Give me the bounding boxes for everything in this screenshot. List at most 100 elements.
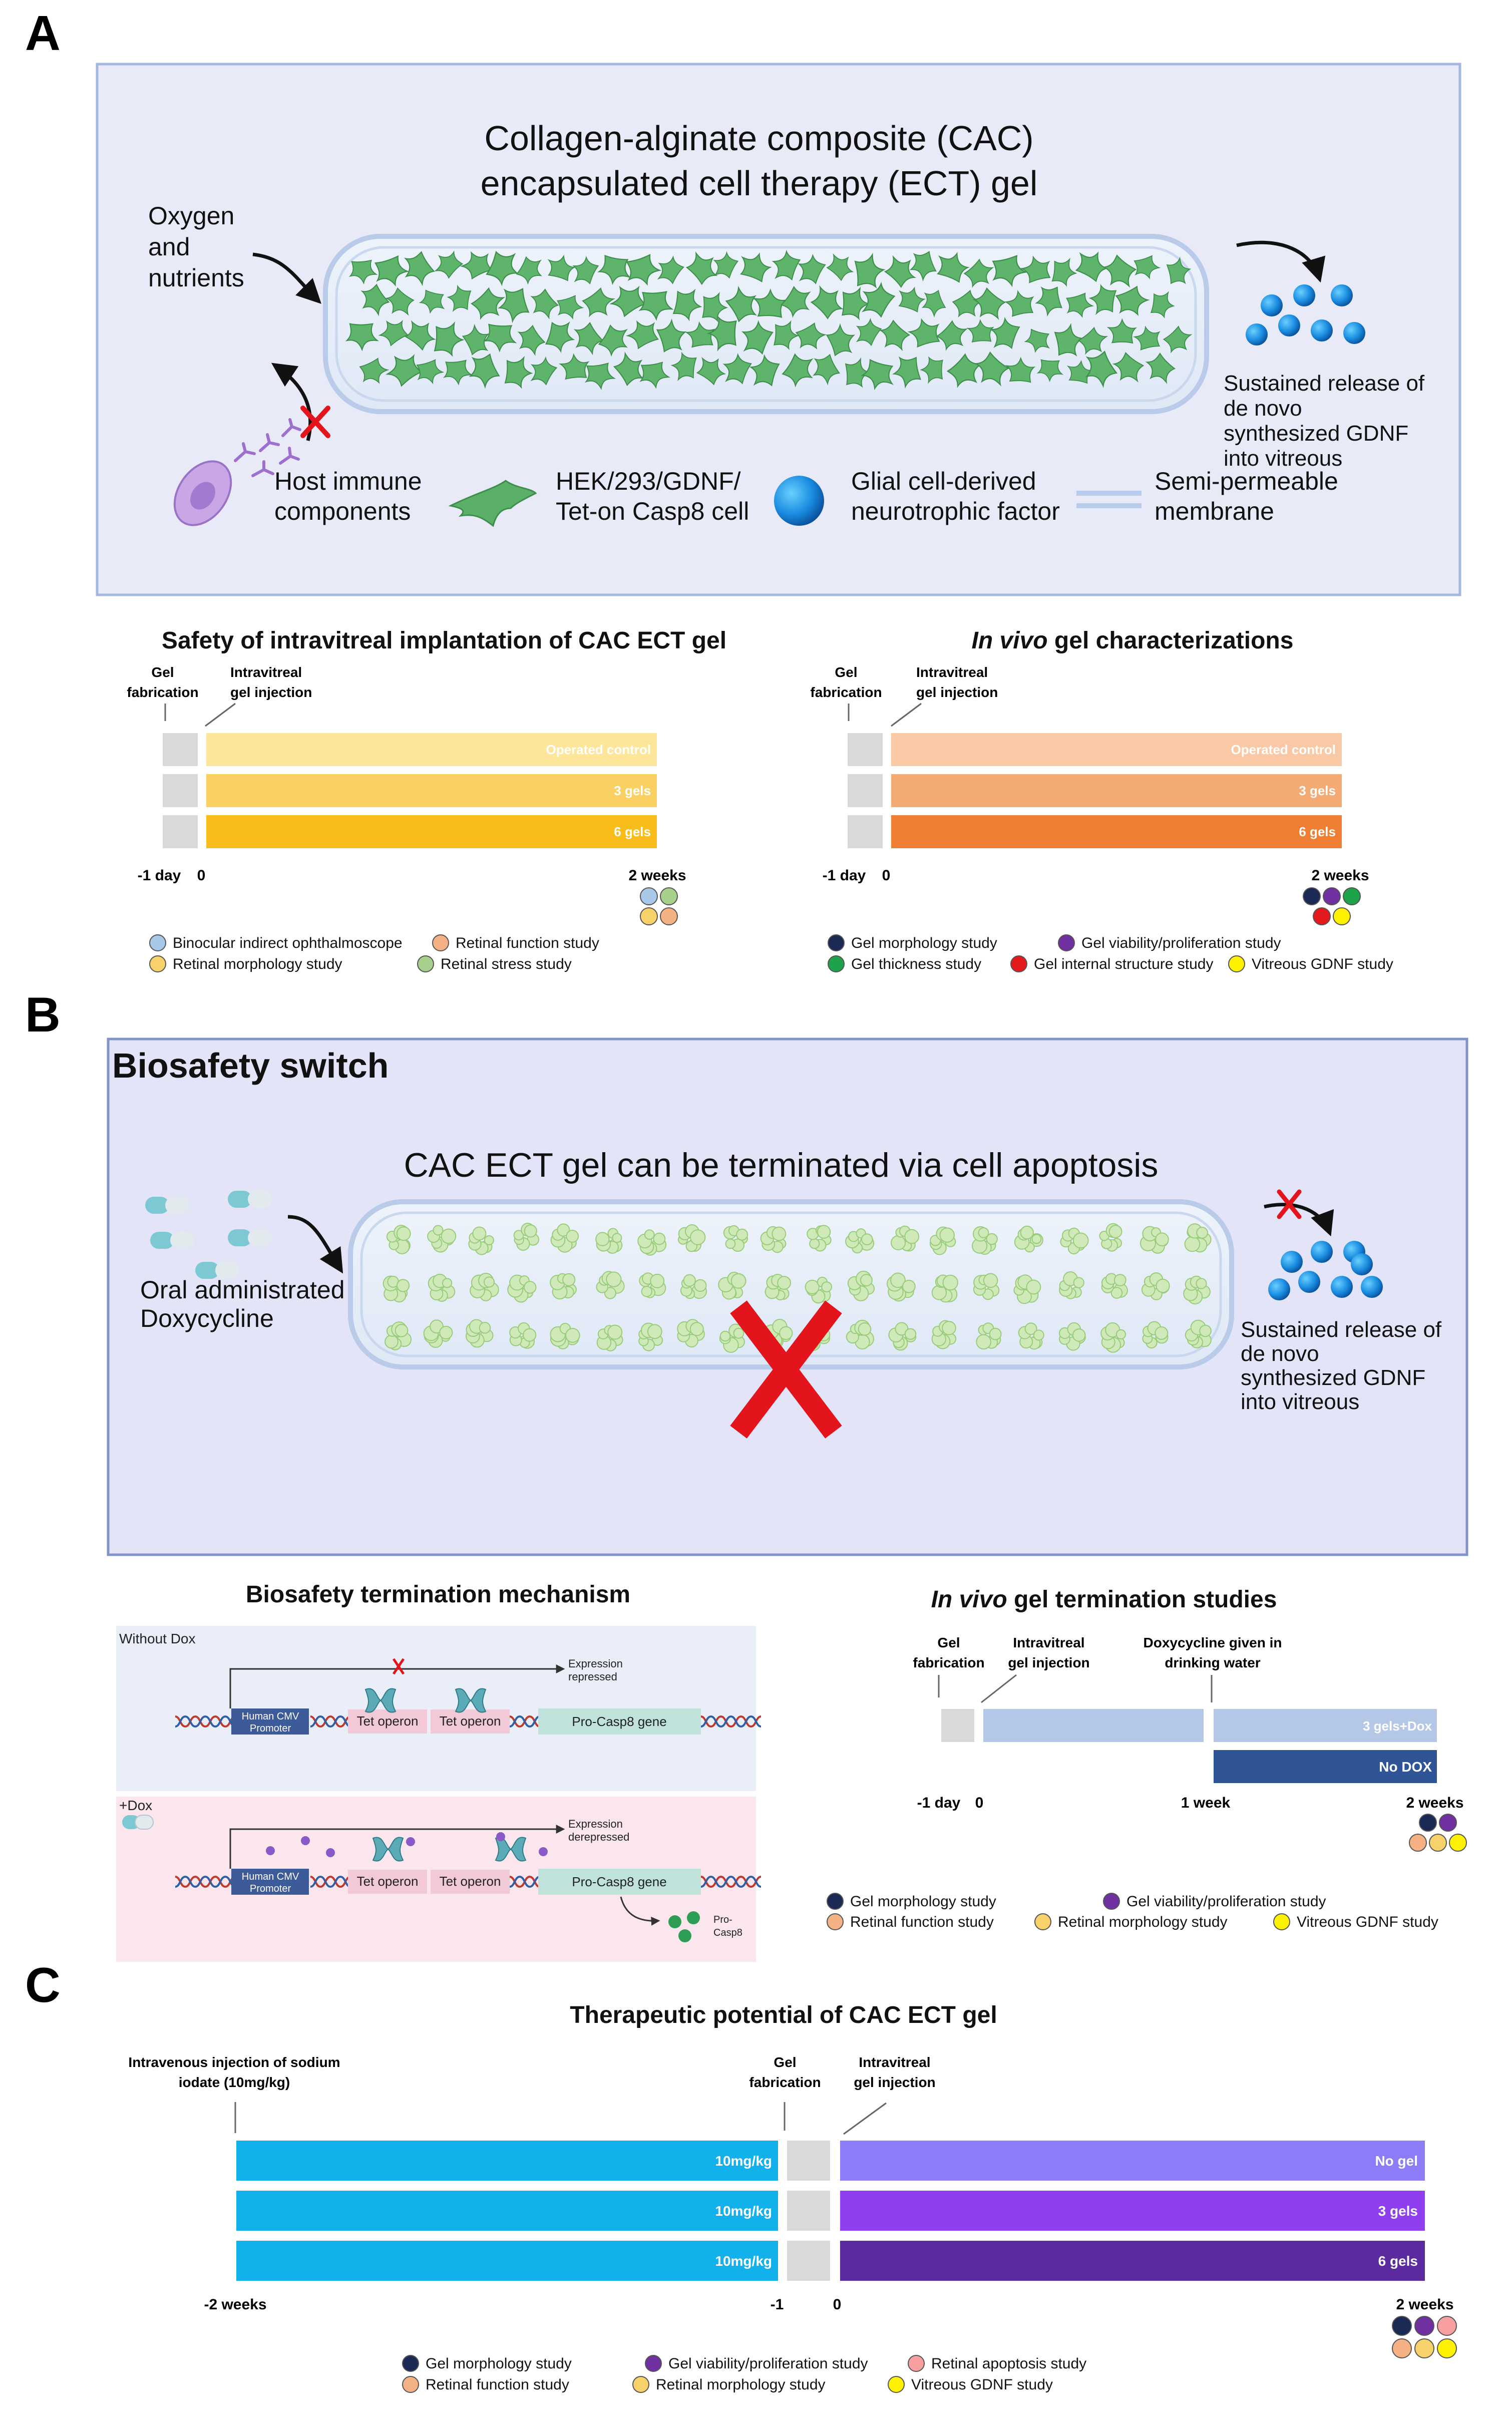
hek-cell	[558, 353, 590, 380]
hek-cell	[990, 316, 1020, 350]
hek-cell	[862, 281, 896, 318]
apoptotic-body	[1155, 1232, 1169, 1246]
hek-cell	[378, 319, 409, 347]
gene-label: Pro-Casp8 gene	[572, 1714, 666, 1729]
pill-capsule	[165, 1197, 189, 1214]
hek-cell	[1024, 328, 1050, 353]
c-tick-m1: -1	[771, 2296, 784, 2313]
hek-cell	[625, 320, 659, 350]
oxygen-arrow	[252, 252, 321, 304]
apoptotic-body	[1113, 1274, 1126, 1286]
legend-dot	[645, 2355, 662, 2372]
term-dox-2: drinking water	[1165, 1655, 1260, 1670]
study-dot	[1414, 2316, 1434, 2336]
hek-cell	[921, 289, 946, 318]
legend-label: Gel morphology study	[851, 935, 997, 951]
legend-dot	[1228, 955, 1245, 972]
gdnf-molecule	[1331, 284, 1353, 306]
legend-gdnf-1: Glial cell-derived	[851, 467, 1036, 495]
tet-operon-box	[348, 1870, 427, 1894]
hek-cell	[741, 320, 774, 355]
study-dot	[1439, 1814, 1457, 1832]
invivo-title: In vivo gel characterizations	[972, 627, 1294, 654]
invivo-inj-label-1: Intravitreal	[916, 664, 988, 680]
apoptotic-body	[653, 1232, 666, 1245]
dna-strand	[720, 1875, 741, 1888]
study-dot	[1437, 2338, 1457, 2358]
c-tick-m2: -2 weeks	[204, 2296, 266, 2313]
hek-cell	[462, 323, 490, 356]
apoptotic-body	[809, 1238, 820, 1249]
hek-cell	[573, 321, 604, 356]
invivo-bar-label: 3 gels	[1299, 783, 1336, 798]
gdnf-molecules-group	[1246, 284, 1365, 346]
legend-label: Gel internal structure study	[1034, 956, 1214, 972]
apoptotic-body	[777, 1276, 791, 1290]
hek-cell	[974, 351, 1010, 387]
dna-strand	[175, 1715, 196, 1728]
legend-label: Retinal morphology study	[173, 956, 342, 972]
dna-strand	[740, 1715, 762, 1728]
hek-cell	[547, 254, 576, 281]
dna-strand	[700, 1715, 721, 1728]
cac-title-line-2: encapsulated cell therapy (ECT) gel	[481, 164, 1038, 203]
apoptotic-body	[861, 1233, 873, 1245]
hek-cell	[545, 321, 575, 354]
c-right-bar	[840, 2141, 1425, 2181]
apoptotic-body	[736, 1228, 748, 1241]
term-tick-m1: -1 day	[917, 1795, 961, 1811]
hek-cell-icon	[448, 480, 537, 527]
legend-label: Vitreous GDNF study	[1297, 1914, 1438, 1930]
study-dot	[1313, 907, 1331, 925]
apoptotic-body	[1033, 1329, 1044, 1341]
hek-cell	[582, 287, 616, 317]
dna-strand	[740, 1715, 762, 1728]
therapeutic-timeline: Therapeutic potential of CAC ECT gel Int…	[128, 2002, 1457, 2393]
c-right-bar-label: No gel	[1375, 2153, 1418, 2169]
transcription-arrow	[229, 1825, 565, 1869]
legend-dot	[1273, 1913, 1290, 1930]
c-right-bar	[840, 2241, 1425, 2281]
apoptotic-body	[690, 1229, 706, 1245]
promoter-label: Promoter	[250, 1883, 291, 1894]
study-dot	[1437, 2316, 1457, 2336]
legend-dot	[1103, 1893, 1120, 1910]
apoptotic-body	[821, 1281, 832, 1292]
release-text-1: Sustained release of	[1224, 371, 1425, 396]
hek-cell	[854, 252, 886, 289]
dna-strand	[509, 1715, 530, 1728]
term-inj-2: gel injection	[1008, 1655, 1089, 1670]
apoptotic-body	[942, 1274, 958, 1291]
dna-strand	[700, 1875, 721, 1888]
hek-cell	[1145, 353, 1176, 384]
apoptotic-body	[385, 1334, 399, 1349]
apoptotic-body	[523, 1328, 537, 1342]
hek-cell	[447, 284, 472, 312]
safety-fab-blocks	[163, 733, 198, 848]
c-inj-1: Intravitreal	[859, 2054, 930, 2070]
hek-cell	[360, 283, 390, 316]
study-dot	[1343, 887, 1361, 905]
apoptotic-body	[396, 1226, 411, 1241]
hek-cell	[374, 255, 410, 287]
safety-bar-label: 3 gels	[614, 783, 651, 798]
apoptotic-body	[565, 1328, 580, 1343]
apoptotic-body	[1184, 1236, 1201, 1252]
invivo-bar	[891, 774, 1342, 807]
release-b-3: synthesized GDNF	[1241, 1365, 1425, 1390]
legend-dot	[149, 955, 166, 972]
gdnf-molecule	[1281, 1251, 1303, 1273]
apoptotic-body	[694, 1279, 707, 1292]
tet-repressor-icon	[495, 1837, 527, 1862]
study-dot	[1392, 2316, 1412, 2336]
membrane-icon	[1076, 491, 1142, 508]
dna-strand	[720, 1715, 741, 1728]
dox-molecule	[266, 1846, 275, 1855]
hek-cell	[597, 254, 631, 285]
hek-cell	[348, 259, 378, 285]
hek-cell	[1036, 359, 1064, 383]
dna-strand	[310, 1715, 331, 1728]
apoptotic-body	[904, 1328, 917, 1340]
hek-cell	[1106, 318, 1138, 344]
hek-cell	[884, 255, 916, 288]
